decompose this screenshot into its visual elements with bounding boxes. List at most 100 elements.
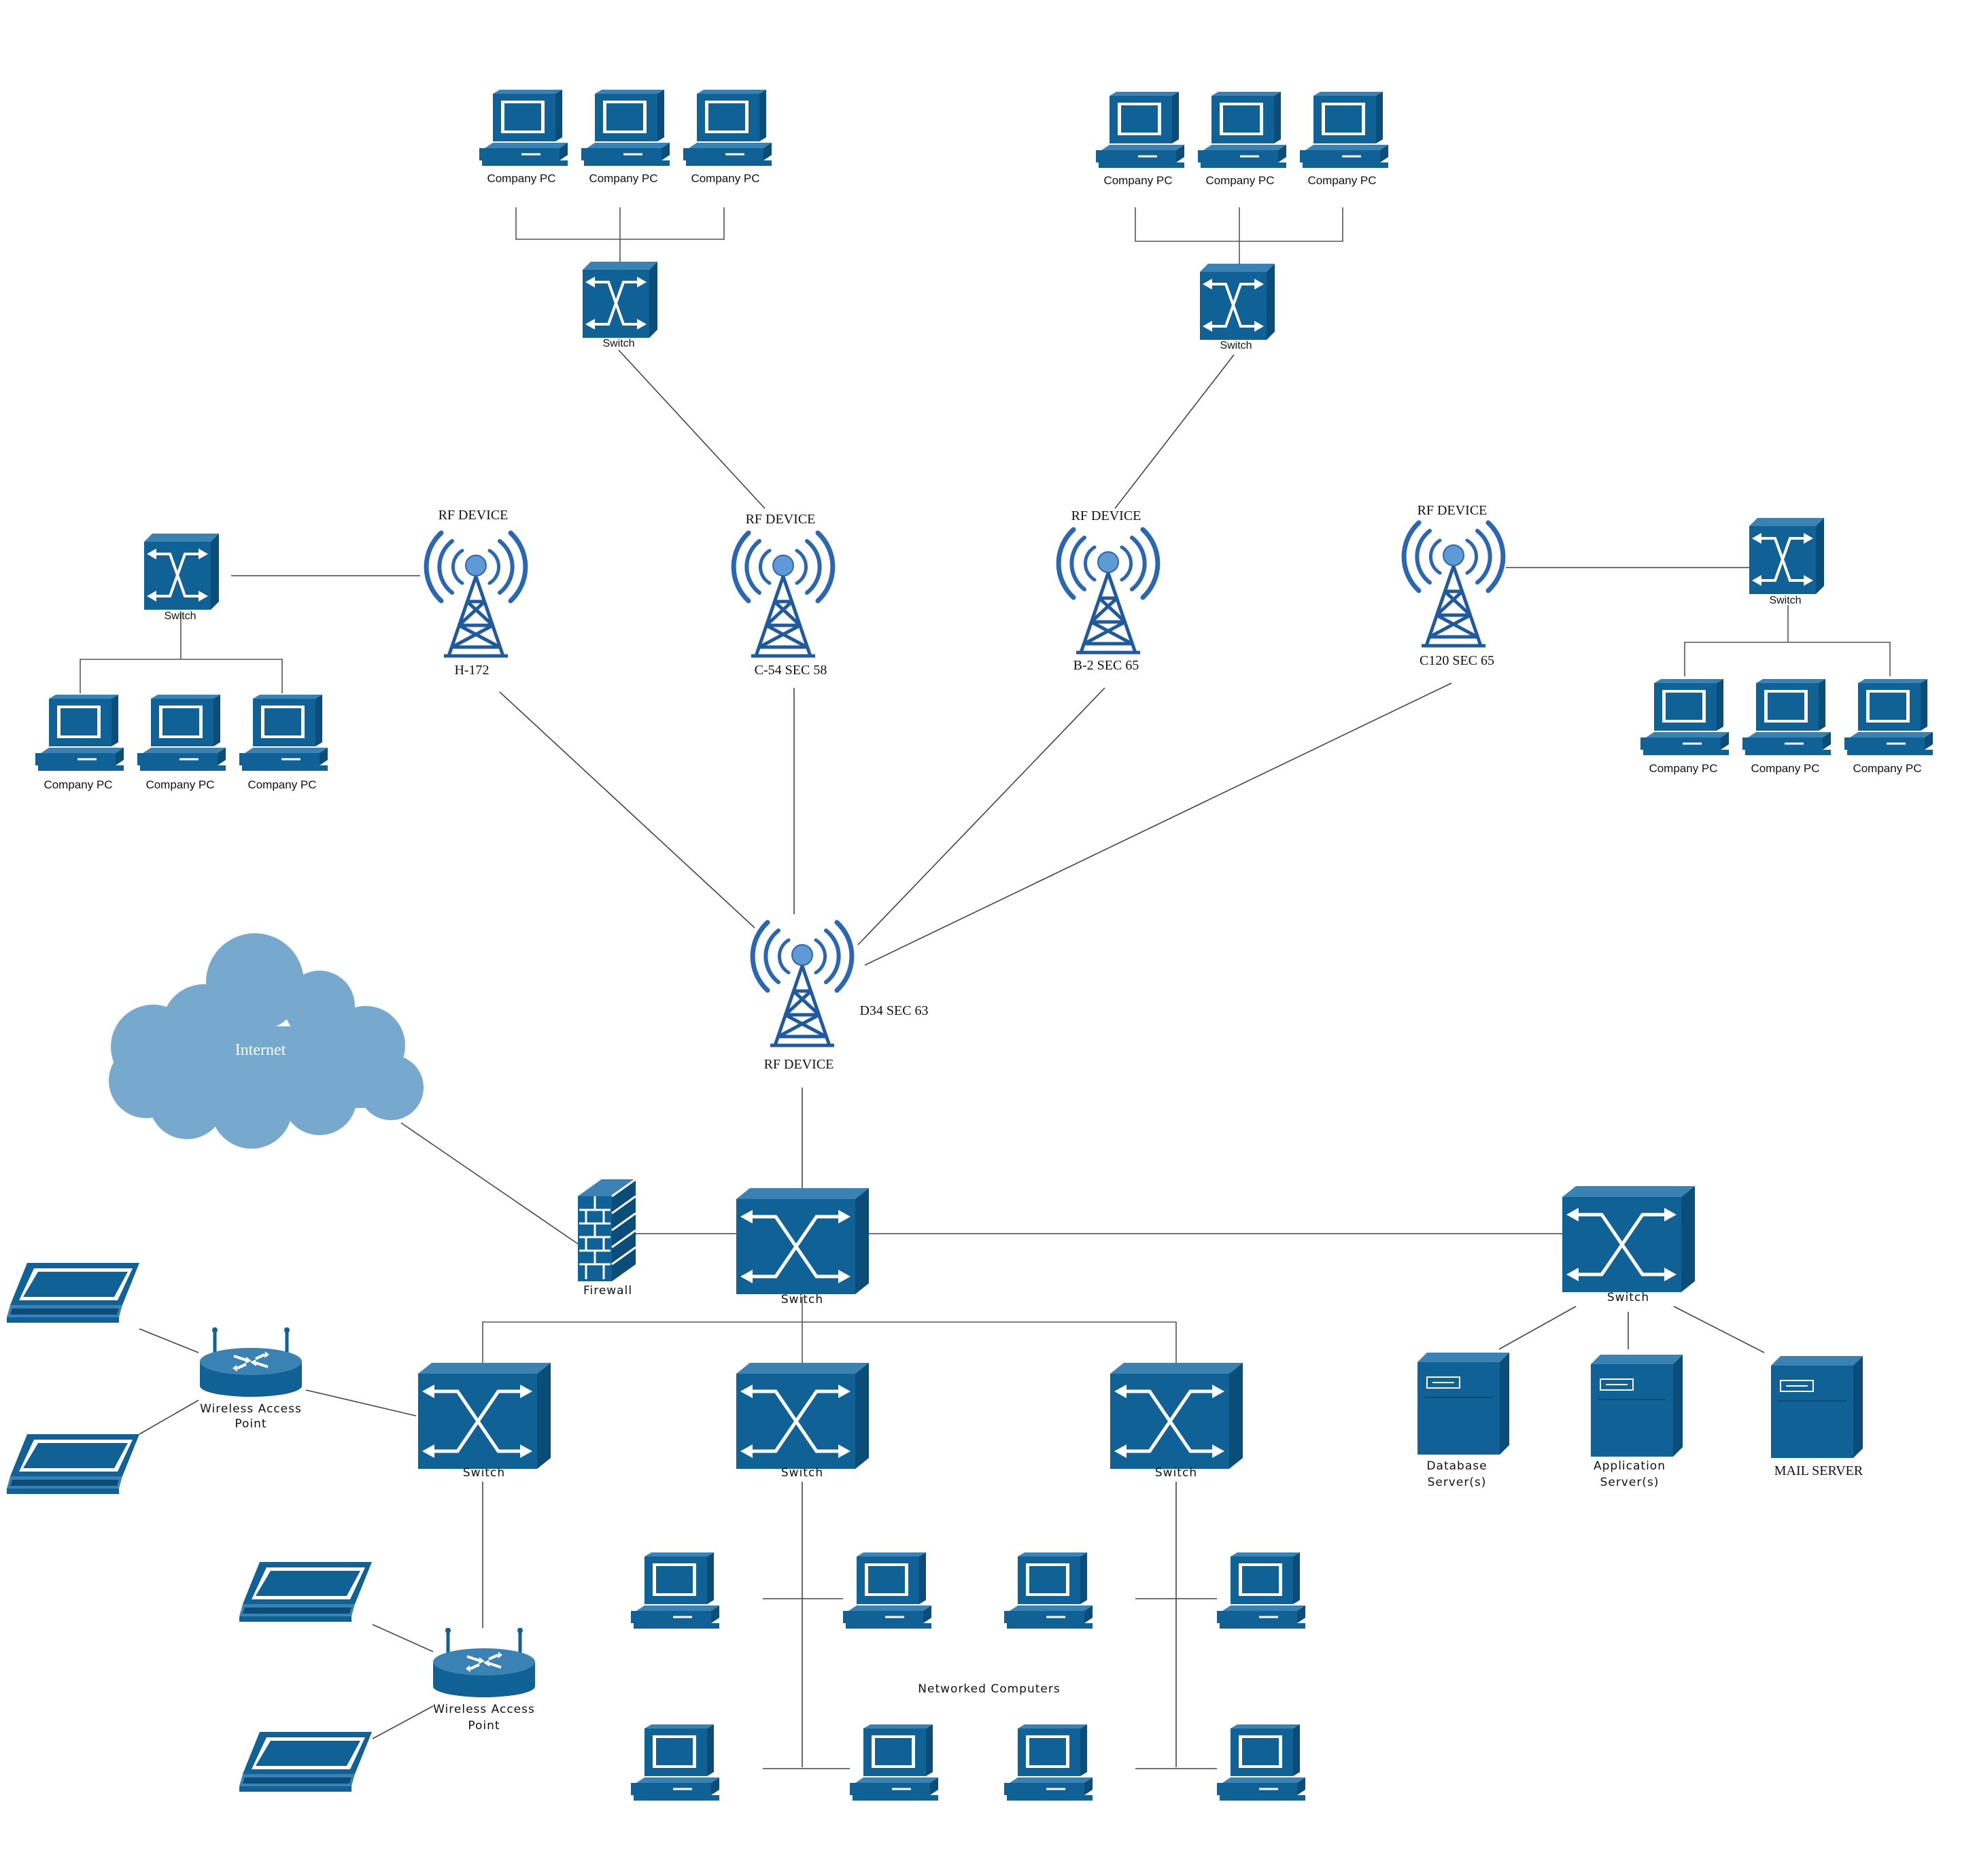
rf-tower-h172: RF DEVICE H-172: [426, 508, 526, 678]
pc-label: Company PC: [1103, 174, 1172, 187]
switch-label: Switch: [1155, 1466, 1197, 1480]
pc-label: Company PC: [691, 172, 759, 185]
tower-site-label: H-172: [454, 663, 489, 678]
switch-label: Switch: [781, 1293, 823, 1306]
switch-icon: [143, 532, 220, 611]
switch-label: Switch: [781, 1466, 823, 1480]
switch-icon: [1562, 1186, 1695, 1292]
desktop-computer-icon: [1095, 90, 1186, 169]
pc-label: Company PC: [1205, 174, 1274, 187]
rf-tower-c54: RF DEVICE C-54 SEC 58: [734, 512, 833, 678]
rf-device-label: RF DEVICE: [439, 508, 509, 523]
switch-icon: [1199, 262, 1276, 341]
database-server-label: Database: [1426, 1459, 1487, 1473]
desktop-computer-icon: [1197, 90, 1288, 169]
rf-device-label: RF DEVICE: [746, 512, 816, 527]
tower-site-label: B-2 SEC 65: [1073, 658, 1139, 673]
switch-label: Switch: [602, 338, 634, 349]
tower-site-label: C-54 SEC 58: [755, 663, 827, 678]
laptop-icon: [7, 1434, 139, 1494]
links: [80, 207, 1891, 1769]
server-farm: Switch Database Server(s) Application Se…: [1417, 1186, 1863, 1489]
desktop-computer-icon: [848, 1723, 940, 1802]
database-server-label: Server(s): [1428, 1476, 1487, 1489]
firewall-label: Firewall: [583, 1284, 632, 1298]
pc-label: Company PC: [1853, 762, 1921, 775]
cluster-right: Switch Company PC Company PC Company PC: [1639, 517, 1934, 775]
radio-tower-icon: [734, 533, 833, 656]
wap-label: Point: [235, 1417, 267, 1431]
tower-site-label: D34 SEC 63: [859, 1003, 928, 1018]
laptop-icon: [7, 1263, 139, 1323]
cluster-top-right: Company PC Company PC Company PC Switch: [1095, 90, 1390, 351]
desktop-computer-icon: [1216, 1723, 1307, 1802]
desktop-computer-icon: [34, 693, 125, 772]
cloud-icon: [109, 933, 424, 1149]
rf-tower-b2: RF DEVICE B-2 SEC 65: [1059, 508, 1158, 673]
wap-label: Wireless Access: [433, 1703, 535, 1716]
pc-label: Company PC: [589, 172, 657, 185]
pc-label: Company PC: [145, 778, 214, 791]
desktop-computer-icon: [1843, 678, 1934, 757]
cluster-left: Switch Company PC Company PC Company PC: [34, 532, 329, 791]
desktop-computer-icon: [1003, 1551, 1094, 1630]
desktop-computer-icon: [1741, 678, 1832, 757]
laptop-icon: [239, 1562, 372, 1622]
switch-icon: [418, 1363, 551, 1469]
wireless-segment-lower: Wireless Access Point: [239, 1562, 535, 1792]
core-switch: Switch: [736, 1188, 869, 1306]
radio-tower-icon: [1404, 523, 1503, 646]
internet-label: Internet: [235, 1041, 286, 1059]
desktop-computer-icon: [1299, 90, 1390, 169]
pc-label: Company PC: [1751, 762, 1819, 775]
switch-label: Switch: [1607, 1291, 1649, 1304]
desktop-computer-icon: [136, 693, 227, 772]
rf-tower-c120: RF DEVICE C120 SEC 65: [1404, 503, 1503, 668]
switch-icon: [736, 1363, 869, 1469]
wireless-segment-upper: Wireless Access Point: [7, 1263, 302, 1494]
desktop-computer-icon: [238, 693, 329, 772]
rf-tower-d34: D34 SEC 63 RF DEVICE: [753, 922, 929, 1072]
pc-label: Company PC: [247, 778, 316, 791]
firewall-icon: [578, 1178, 636, 1281]
radio-tower-icon: [753, 922, 852, 1045]
desktop-computer-icon: [1216, 1551, 1307, 1630]
switch-label: Switch: [1769, 595, 1801, 606]
switch-icon: [581, 260, 659, 339]
distribution-switches: Switch Switch Switch: [418, 1363, 1243, 1480]
internet-cloud: Internet: [109, 933, 424, 1149]
wireless-router-icon: [433, 1628, 535, 1697]
networked-computers-label: Networked Computers: [918, 1682, 1060, 1696]
pc-label: Company PC: [1307, 174, 1376, 187]
rf-device-label: RF DEVICE: [764, 1057, 834, 1072]
switch-icon: [736, 1188, 869, 1294]
rf-device-label: RF DEVICE: [1071, 508, 1141, 523]
networked-computers: Networked Computers: [630, 1551, 1307, 1802]
laptop-icon: [239, 1732, 372, 1792]
switch-label: Switch: [164, 610, 196, 622]
desktop-computer-icon: [630, 1723, 721, 1802]
application-server-label: Server(s): [1600, 1476, 1660, 1489]
wap-label: Point: [468, 1719, 500, 1733]
switch-icon: [1110, 1363, 1243, 1469]
rf-device-label: RF DEVICE: [1417, 503, 1488, 518]
tower-site-label: C120 SEC 65: [1420, 653, 1494, 668]
pc-label: Company PC: [44, 778, 112, 791]
switch-icon: [1748, 517, 1825, 595]
desktop-computer-icon: [682, 88, 773, 167]
wireless-router-icon: [200, 1327, 302, 1397]
desktop-computer-icon: [1003, 1723, 1094, 1802]
mail-server-label: MAIL SERVER: [1774, 1463, 1863, 1478]
server-icon: [1590, 1354, 1683, 1457]
desktop-computer-icon: [478, 88, 569, 167]
wap-label: Wireless Access: [200, 1402, 302, 1416]
desktop-computer-icon: [842, 1551, 933, 1630]
pc-label: Company PC: [1649, 762, 1717, 775]
server-icon: [1770, 1355, 1863, 1459]
desktop-computer-icon: [580, 88, 671, 167]
desktop-computer-icon: [630, 1551, 721, 1630]
desktop-computer-icon: [1639, 678, 1730, 757]
application-server-label: Application: [1594, 1459, 1666, 1473]
pc-label: Company PC: [487, 172, 555, 185]
